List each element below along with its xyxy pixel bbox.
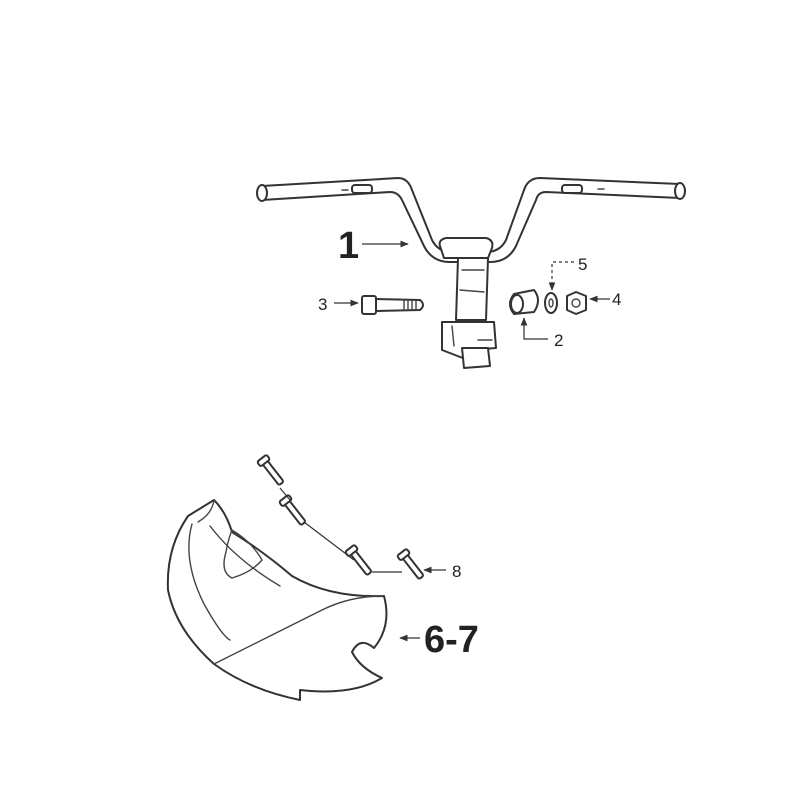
leader-2: [520, 317, 548, 340]
callout-4: 4: [612, 290, 621, 309]
screw-1: [256, 454, 284, 486]
callout-6-7: 6-7: [424, 619, 479, 661]
callout-5: 5: [578, 255, 587, 274]
leader-screw-a: [279, 487, 291, 501]
bolt: [361, 295, 424, 315]
spacer: [509, 289, 539, 315]
screw-2: [278, 494, 306, 526]
callout-1: 1: [338, 225, 359, 267]
screw-4: [396, 548, 424, 580]
handlebar: [256, 177, 686, 369]
washer: [544, 292, 558, 314]
leader-5: [548, 261, 574, 291]
headlight-cover: [166, 499, 388, 701]
callout-3: 3: [318, 295, 327, 314]
nut: [566, 291, 587, 315]
callout-2: 2: [554, 331, 563, 350]
screw-3: [344, 544, 372, 576]
leader-screw-b: [303, 521, 355, 561]
callout-8: 8: [452, 562, 461, 581]
